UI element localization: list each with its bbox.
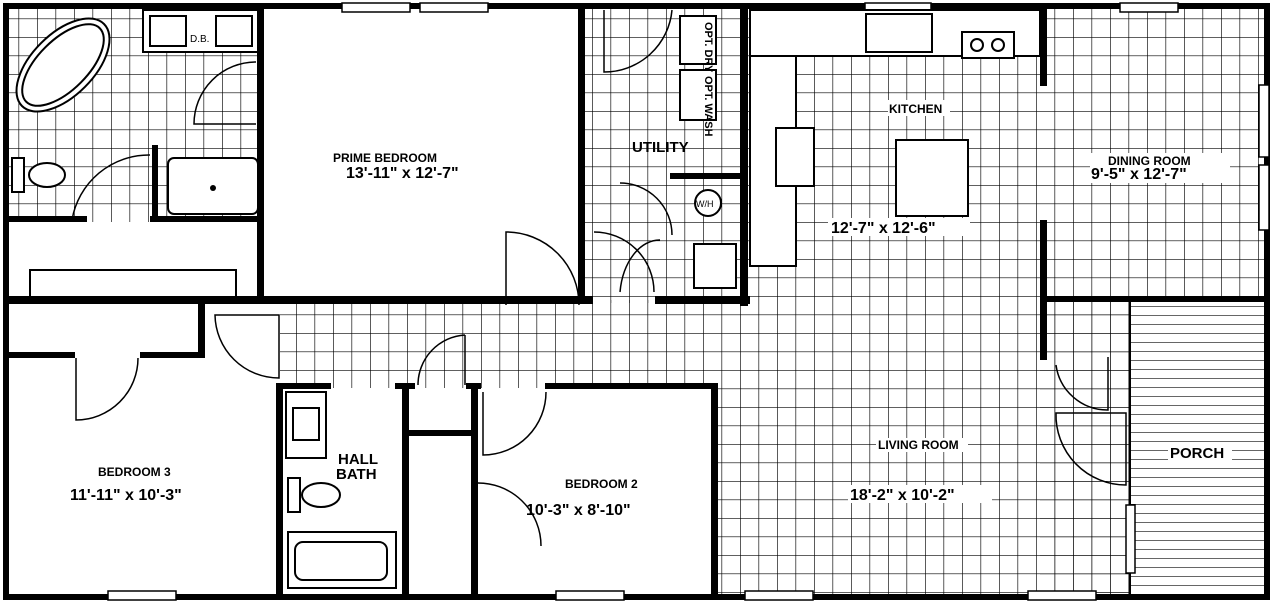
bedroom-3-size: 11'-11" x 10'-3" — [70, 487, 182, 504]
interior-wall — [3, 296, 593, 304]
refrigerator — [775, 127, 815, 187]
cooktop — [961, 31, 1015, 59]
hall-toilet — [287, 477, 301, 513]
kitchen-size: 12'-7" x 12'-6" — [831, 220, 936, 237]
master-closet-shelf — [29, 269, 237, 299]
bedroom-2-floor — [478, 391, 713, 595]
bedroom-3-floor — [8, 357, 278, 595]
water-heater — [694, 189, 722, 217]
dining-room-label: DINING ROOM — [1108, 154, 1191, 168]
dryer — [679, 15, 717, 65]
kitchen-label: KITCHEN — [889, 102, 942, 116]
dryer-label: OPT. DRY — [702, 22, 714, 73]
prime-bedroom-label: PRIME BEDROOM — [333, 151, 437, 165]
hall-bath-label-line1: HALL — [338, 451, 378, 468]
closet-bedroom-3 — [8, 305, 203, 355]
double-bowl-label: D.B. — [190, 34, 209, 45]
dining-room-size: 9'-5" x 12'-7" — [1091, 166, 1187, 183]
exterior-wall — [3, 3, 1270, 9]
prime-bedroom-floor — [263, 10, 580, 298]
kitchen-counters — [749, 9, 1041, 267]
hall-closet — [408, 388, 474, 595]
bedroom-2-label: BEDROOM 2 — [565, 477, 638, 491]
living-room-label: LIVING ROOM — [878, 438, 959, 452]
entry-floor — [1040, 300, 1130, 597]
windows — [107, 2, 1270, 601]
water-heater-label: W/H — [696, 199, 714, 209]
porch-label: PORCH — [1170, 445, 1224, 462]
hall-bath-label-line2: BATH — [336, 466, 377, 483]
prime-bedroom-size: 13'-11" x 12'-7" — [346, 165, 459, 182]
bedroom-2-size: 10'-3" x 8'-10" — [526, 502, 631, 519]
kitchen-sink — [865, 13, 933, 53]
hallway-floor — [280, 300, 715, 388]
washer-label: OPT. WASH — [702, 76, 714, 137]
living-room-size: 18'-2" x 10'-2" — [850, 487, 955, 504]
washer — [679, 69, 717, 121]
utility-label: UTILITY — [632, 139, 689, 156]
bedroom-3-label: BEDROOM 3 — [98, 465, 171, 479]
master-toilet — [11, 157, 25, 193]
kitchen-island — [895, 139, 969, 217]
hvac — [693, 243, 737, 289]
